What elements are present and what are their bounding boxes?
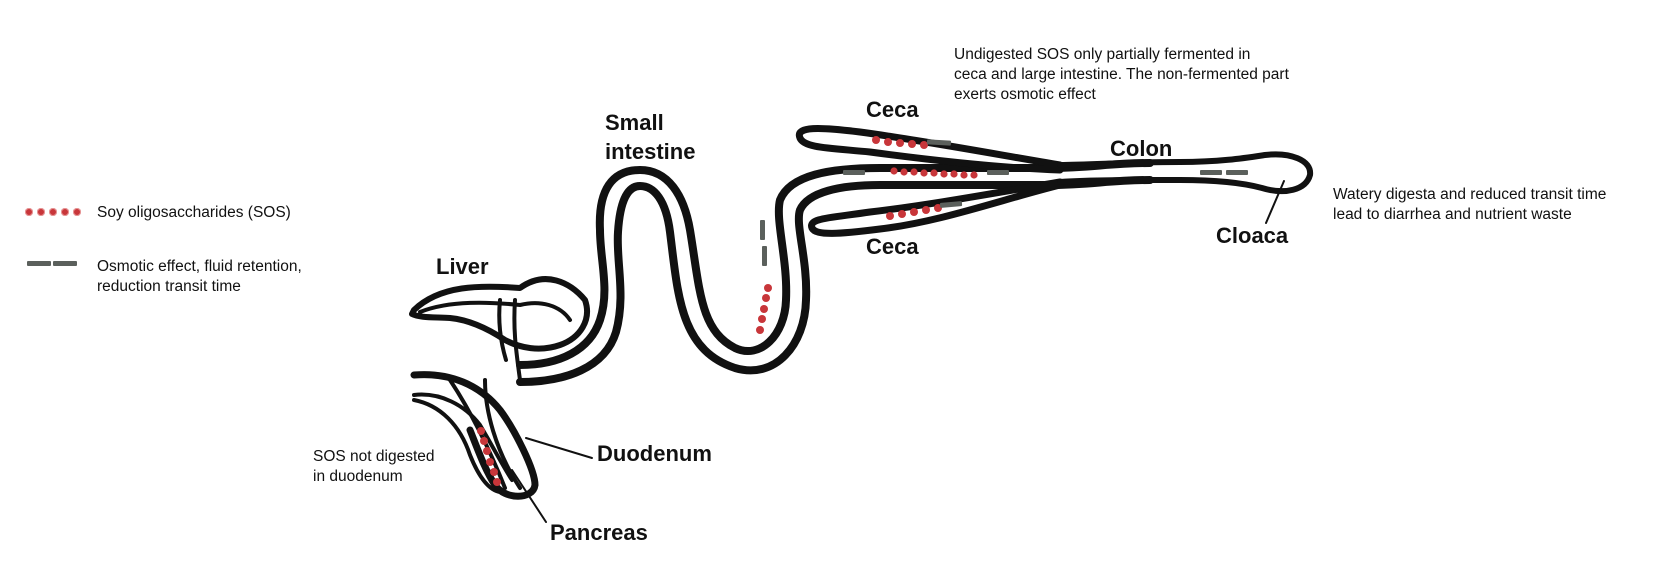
- label-ceca-top: Ceca: [866, 97, 919, 122]
- note-ceca: Undigested SOS only partially fermented …: [954, 46, 1289, 103]
- colon-tube: [1057, 151, 1313, 195]
- ceca-top: [795, 124, 1064, 174]
- label-pancreas: Pancreas: [550, 520, 648, 545]
- liver-shape: [409, 276, 590, 352]
- legend-label-sos: Soy oligosaccharides (SOS): [97, 204, 291, 221]
- note-duodenum: SOS not digested in duodenum: [313, 448, 435, 485]
- sos-dots-duodenum: [477, 427, 501, 486]
- note-cloaca: Watery digesta and reduced transit time …: [1333, 186, 1607, 223]
- label-duodenum: Duodenum: [597, 441, 712, 466]
- osmotic-bars-icon: [25, 257, 81, 271]
- ceca-bottom: [808, 178, 1064, 237]
- label-liver: Liver: [436, 254, 489, 279]
- legend-item-sos: Soy oligosaccharides (SOS): [25, 203, 291, 223]
- small-intestine-tube: [516, 159, 1154, 369]
- label-cloaca: Cloaca: [1216, 223, 1289, 248]
- sos-dots-ceca-bottom: [886, 204, 942, 220]
- legend-item-osmotic: Osmotic effect, fluid retention, reducti…: [25, 257, 302, 297]
- label-small-intestine: Small intestine: [605, 110, 696, 164]
- sos-dots-ceca-junction: [890, 167, 978, 179]
- label-ceca-bottom: Ceca: [866, 234, 919, 259]
- sos-dots-ceca-top: [872, 136, 928, 149]
- sos-dots-icon: [25, 205, 81, 219]
- osmotic-bars: [760, 139, 1248, 266]
- legend-label-osmotic: Osmotic effect, fluid retention, reducti…: [97, 258, 302, 295]
- duodenum-loop: [410, 371, 539, 500]
- label-colon: Colon: [1110, 136, 1173, 161]
- sos-dots-small-intestine: [756, 284, 772, 334]
